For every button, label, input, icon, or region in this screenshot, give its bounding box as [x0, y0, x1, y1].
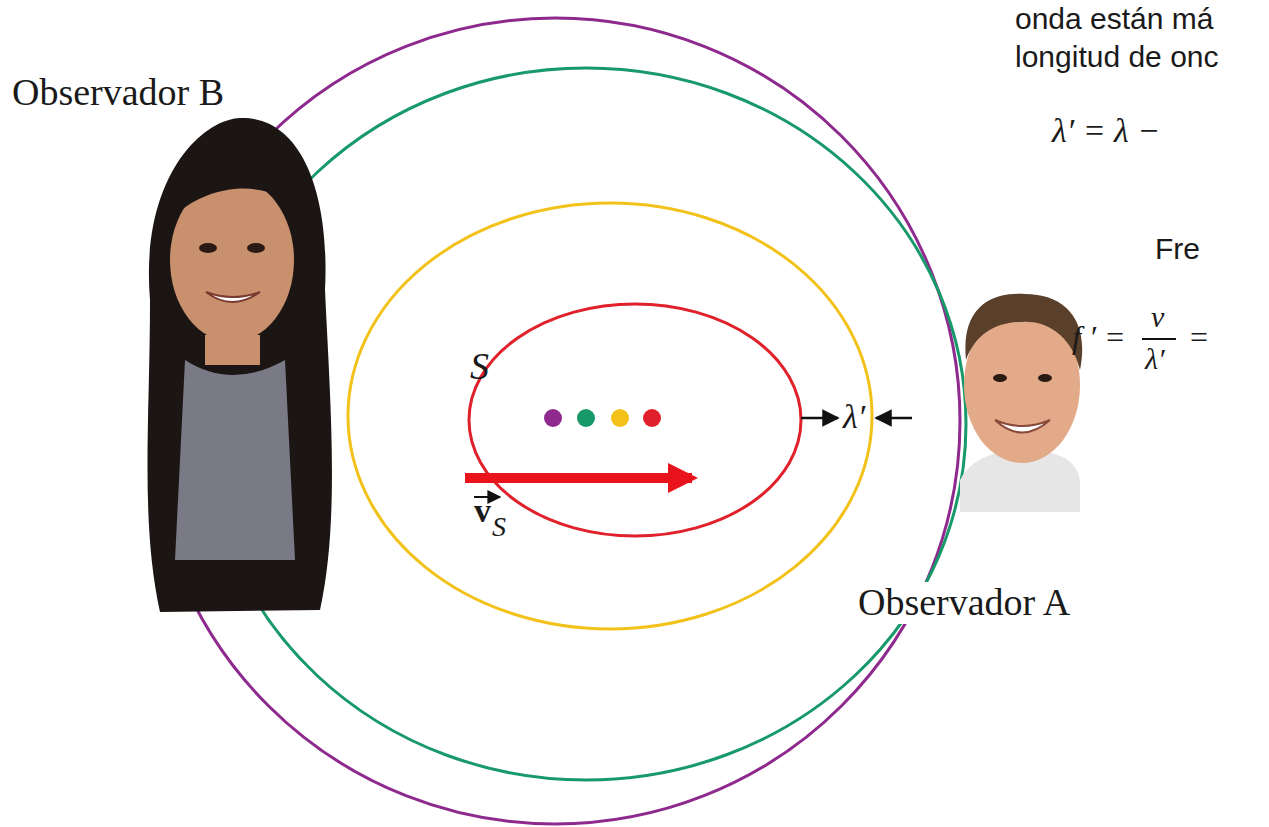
observer-a-face — [960, 294, 1082, 512]
vector-subscript: S — [492, 512, 506, 543]
formula: λ′ — [1145, 342, 1165, 375]
wavelength-label: λ′ — [843, 398, 865, 435]
velocity-arrow — [465, 473, 692, 483]
formula: f ′ = — [1072, 320, 1125, 355]
wavefront-circle — [348, 203, 872, 629]
wavelength-arrow — [876, 417, 912, 420]
observer-label: Observador A — [858, 582, 1070, 624]
source-position — [544, 409, 562, 427]
fraction-bar — [1142, 338, 1176, 340]
source-position — [643, 409, 661, 427]
body-text: Fre — [1155, 232, 1200, 265]
formula: λ′ = λ − — [1052, 112, 1160, 149]
wavelength-arrow — [801, 417, 838, 420]
observer-b-face — [148, 118, 332, 612]
body-text: longitud de onc — [1015, 40, 1219, 73]
formula: v — [1151, 300, 1164, 333]
source-position — [611, 409, 629, 427]
vector-symbol: v — [474, 492, 491, 529]
observer-label: Observador B — [12, 72, 224, 114]
body-text: onda están má — [1015, 2, 1213, 35]
source-label: S — [470, 346, 489, 388]
wavefront-circle — [469, 304, 801, 536]
formula: = — [1190, 320, 1208, 355]
source-position — [577, 409, 595, 427]
